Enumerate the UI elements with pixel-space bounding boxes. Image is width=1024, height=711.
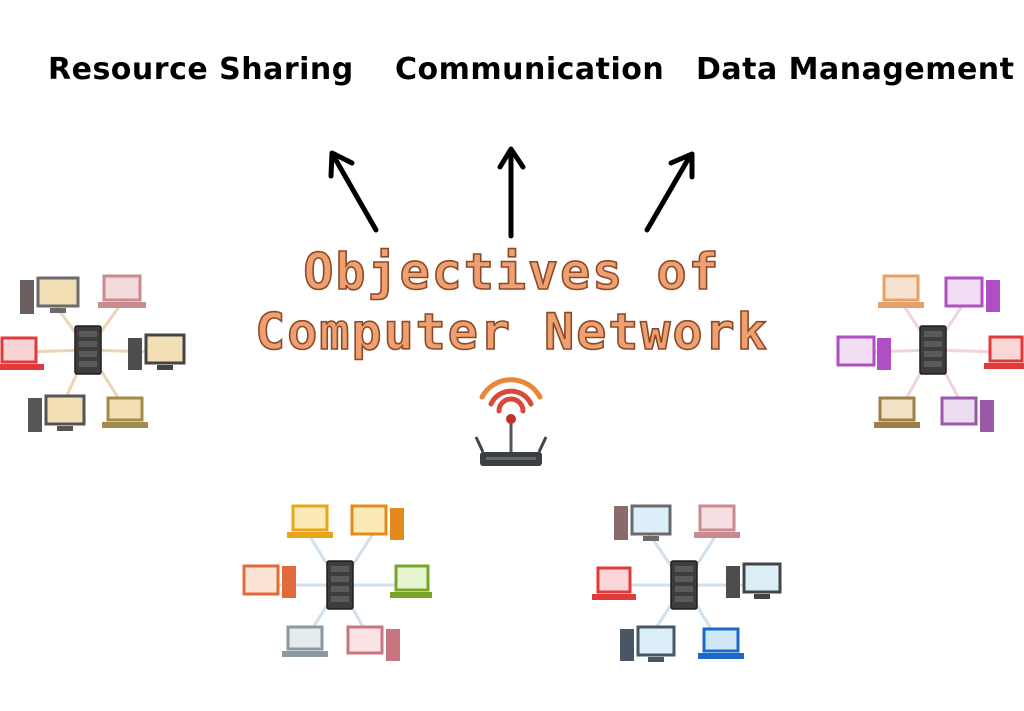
title-line-1: Objectives of: [303, 242, 721, 302]
label-resource-sharing: Resource Sharing: [48, 52, 354, 87]
network-topology-icon: [0, 274, 186, 432]
label-data-management: Data Management: [696, 52, 1015, 87]
network-topology-icon: [242, 504, 432, 661]
network-topology-icon: [592, 504, 782, 662]
network-topology-icon: [836, 274, 1024, 432]
label-communication: Communication: [395, 52, 665, 87]
arrow-data-management: [644, 151, 695, 233]
title-line-2: Computer Network: [254, 302, 769, 362]
arrow-communication: [497, 146, 526, 239]
wifi-router-icon: [474, 377, 548, 466]
arrow-resource-sharing: [328, 150, 379, 233]
